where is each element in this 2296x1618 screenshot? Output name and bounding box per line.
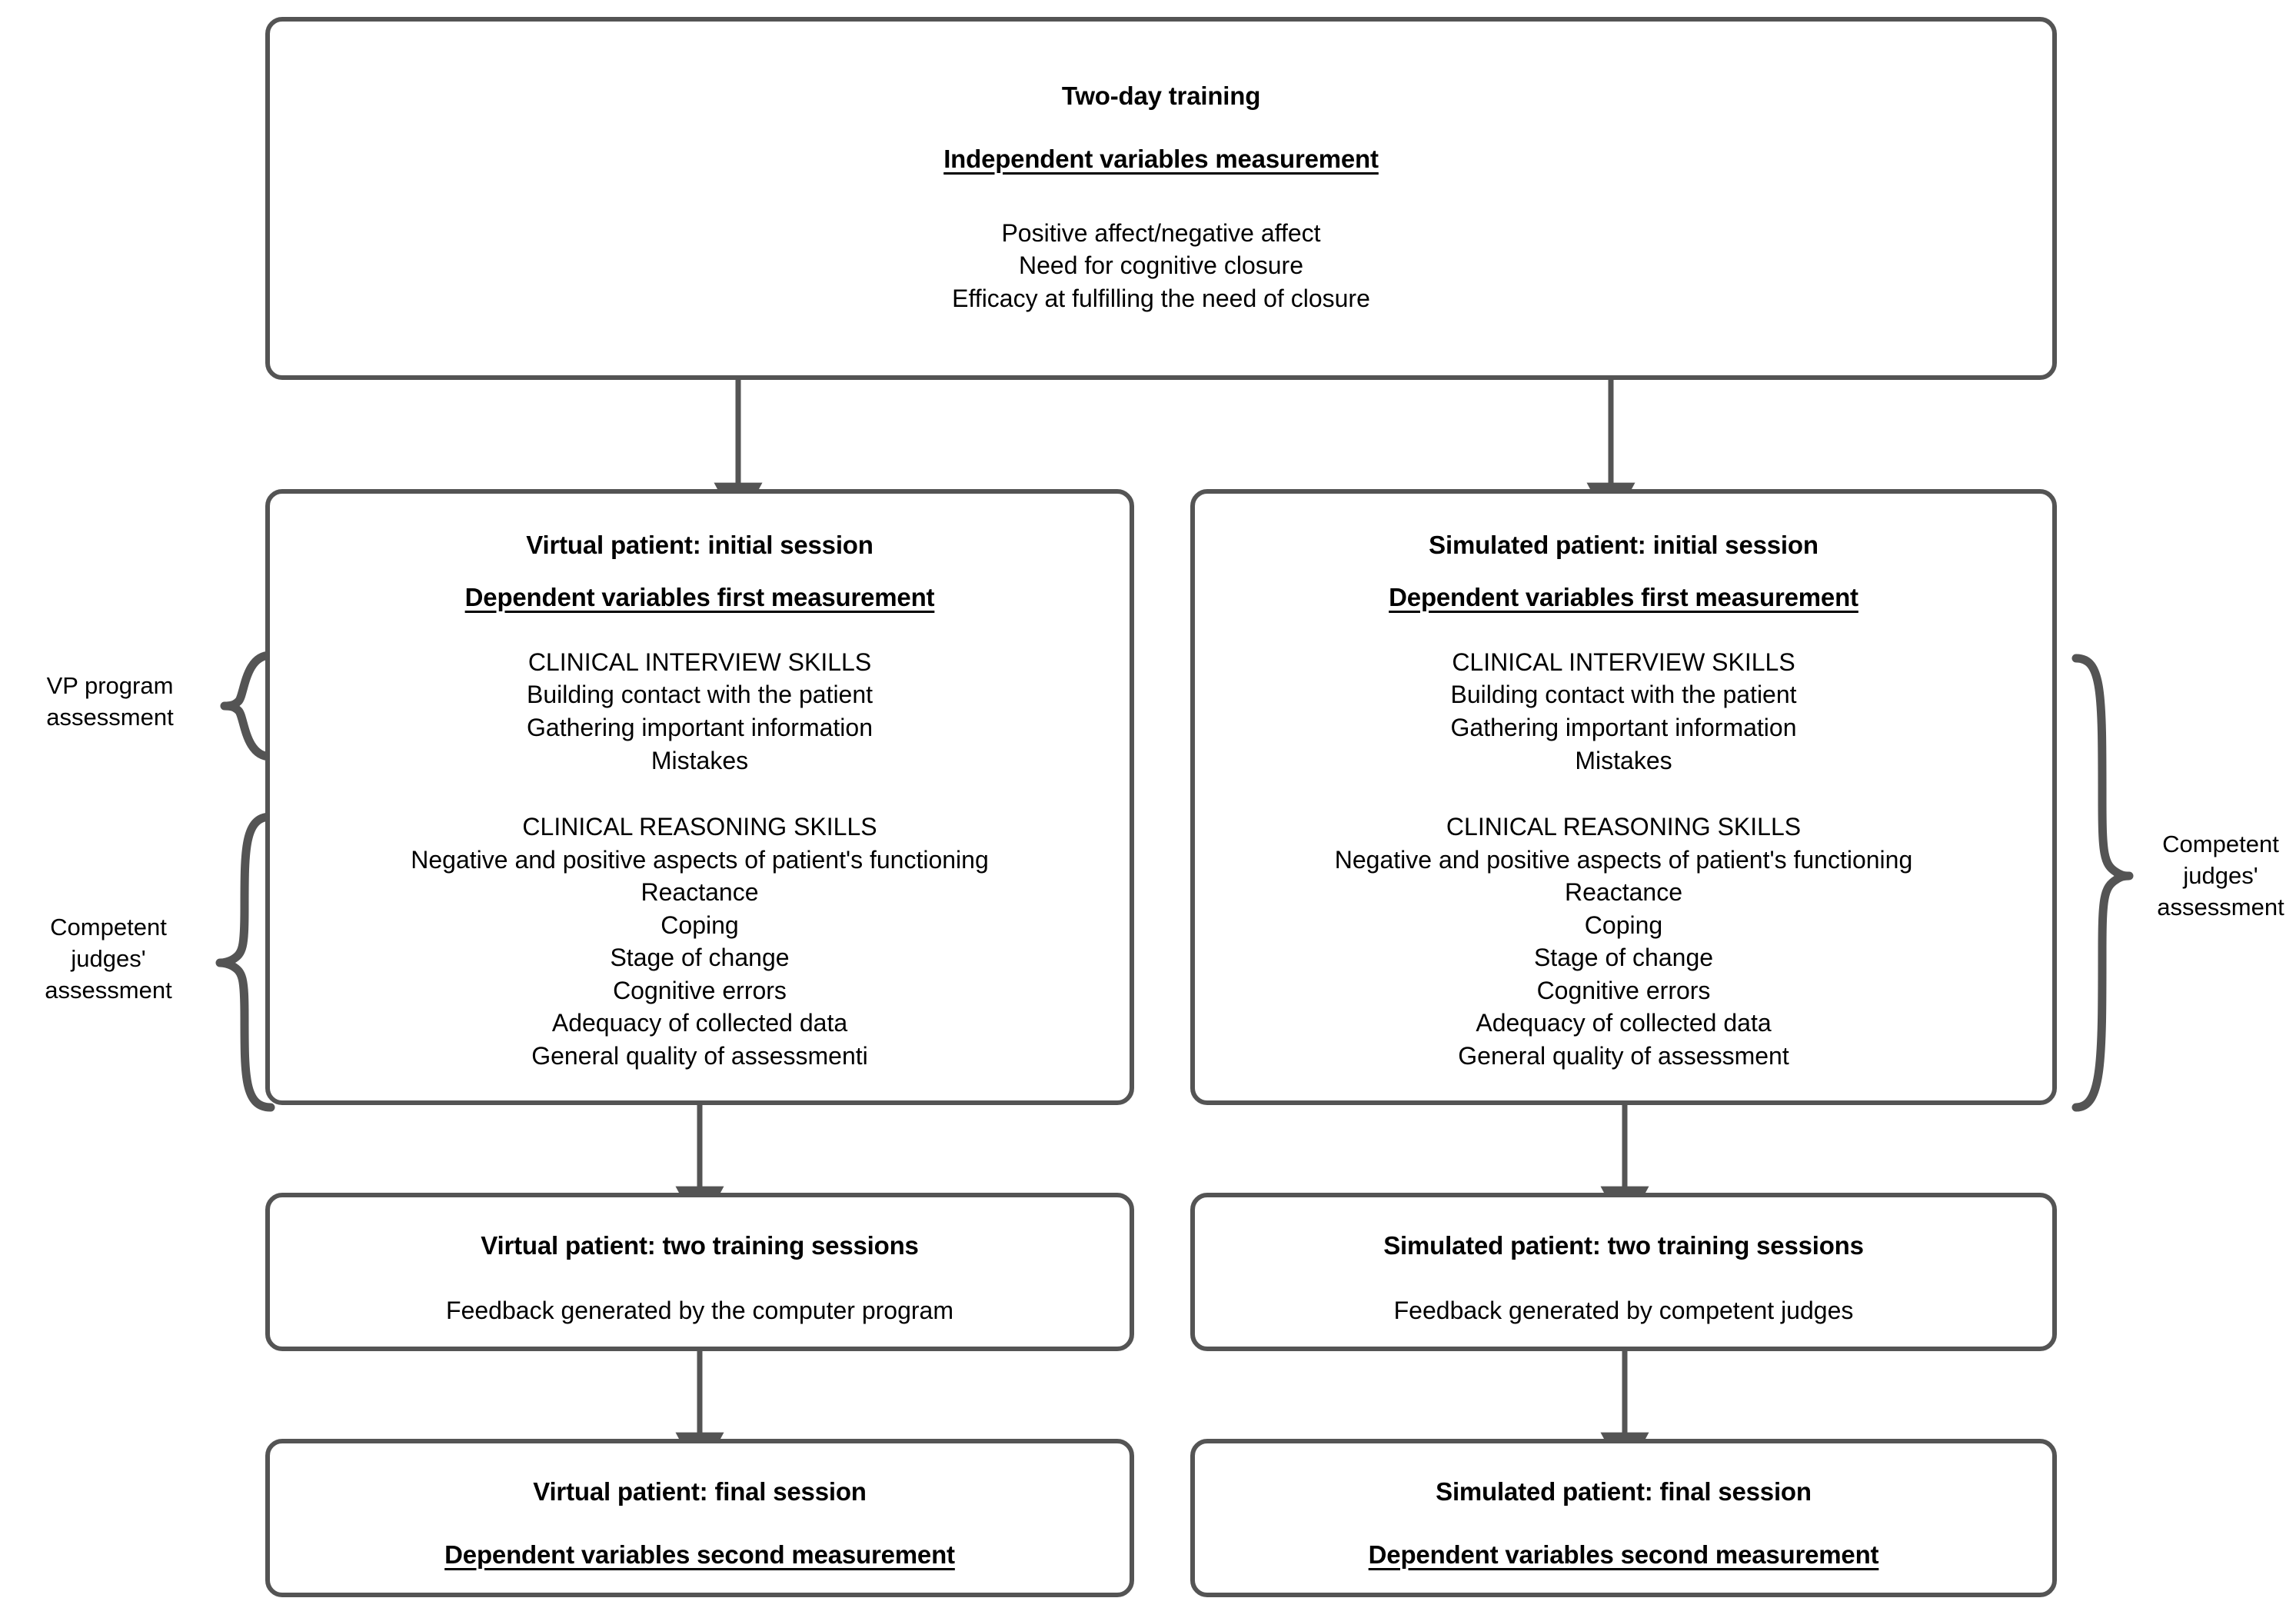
virtual-training-detail: Feedback generated by the computer progr… xyxy=(446,1296,953,1324)
brace-left-competent-judges-assessment xyxy=(215,812,275,1112)
node-two-day-training[interactable]: Two-day training Independent variables m… xyxy=(265,17,2057,380)
skill-item: Mistakes xyxy=(1575,746,1672,774)
independent-variables-measurement-subtitle: Independent variables measurement xyxy=(943,144,1379,173)
label-line: Competent xyxy=(2162,831,2279,857)
label-line: Competent xyxy=(50,914,167,941)
node-simulated-patient-two-training-sessions[interactable]: Simulated patient: two training sessions… xyxy=(1190,1193,2057,1351)
label-line: assessment xyxy=(45,976,172,1004)
virtual-training-title: Virtual patient: two training sessions xyxy=(481,1231,919,1260)
independent-variable-item: Efficacy at fulfilling the need of closu… xyxy=(952,284,1370,312)
node-simulated-patient-final-session[interactable]: Simulated patient: final session Depende… xyxy=(1190,1439,2057,1597)
skill-item: Cognitive errors xyxy=(1536,976,1711,1004)
independent-variables-list: Positive affect/negative affect Need for… xyxy=(952,217,1370,315)
brace-right-competent-judges-assessment xyxy=(2071,654,2134,1112)
node-virtual-patient-initial-session[interactable]: Virtual patient: initial session Depende… xyxy=(265,489,1134,1105)
group-heading: CLINICAL REASONING SKILLS xyxy=(522,813,877,841)
label-line: assessment xyxy=(2157,893,2284,921)
label-vp-program-assessment: VP program assessment xyxy=(6,671,214,734)
skill-item: Building contact with the patient xyxy=(1450,681,1797,709)
label-line: VP program xyxy=(46,672,174,699)
node-virtual-patient-two-training-sessions[interactable]: Virtual patient: two training sessions F… xyxy=(265,1193,1134,1351)
simulated-dependent-variables-first-measurement: Dependent variables first measurement xyxy=(1389,582,1858,611)
virtual-clinical-interview-skills-group: CLINICAL INTERVIEW SKILLS Building conta… xyxy=(527,646,873,777)
simulated-clinical-interview-skills-group: CLINICAL INTERVIEW SKILLS Building conta… xyxy=(1450,646,1796,777)
skill-item: Adequacy of collected data xyxy=(1476,1009,1772,1037)
skill-item: Stage of change xyxy=(610,944,790,972)
two-day-training-title: Two-day training xyxy=(1061,82,1261,110)
skill-item: Adequacy of collected data xyxy=(551,1009,848,1037)
skill-item: Coping xyxy=(661,911,739,939)
independent-variable-item: Positive affect/negative affect xyxy=(1001,218,1321,247)
group-heading: CLINICAL INTERVIEW SKILLS xyxy=(527,648,872,676)
virtual-dependent-variables-first-measurement: Dependent variables first measurement xyxy=(464,582,935,611)
node-simulated-patient-initial-session[interactable]: Simulated patient: initial session Depen… xyxy=(1190,489,2057,1105)
label-line: judges' xyxy=(71,944,146,972)
skill-item: Negative and positive aspects of patient… xyxy=(411,845,989,874)
simulated-final-title: Simulated patient: final session xyxy=(1436,1477,1812,1506)
virtual-final-title: Virtual patient: final session xyxy=(533,1477,867,1506)
node-virtual-patient-final-session[interactable]: Virtual patient: final session Dependent… xyxy=(265,1439,1134,1597)
skill-item: Building contact with the patient xyxy=(526,681,873,709)
virtual-dependent-variables-second-measurement: Dependent variables second measurement xyxy=(444,1540,955,1569)
brace-vp-program-assessment xyxy=(220,651,275,761)
skill-item: Cognitive errors xyxy=(613,976,787,1004)
label-line: judges' xyxy=(2183,861,2258,889)
virtual-clinical-reasoning-skills-group: CLINICAL REASONING SKILLS Negative and p… xyxy=(411,811,988,1072)
independent-variable-item: Need for cognitive closure xyxy=(1019,251,1303,280)
skill-item: General quality of assessmenti xyxy=(531,1041,868,1070)
simulated-initial-title: Simulated patient: initial session xyxy=(1429,531,1818,559)
skill-item: Mistakes xyxy=(651,746,749,774)
skill-item: Stage of change xyxy=(1533,944,1714,972)
simulated-training-title: Simulated patient: two training sessions xyxy=(1383,1231,1864,1260)
label-left-competent-judges-assessment: Competent judges' assessment xyxy=(8,912,209,1007)
skill-item: Gathering important information xyxy=(527,713,873,741)
group-heading: CLINICAL INTERVIEW SKILLS xyxy=(1452,648,1795,676)
skill-item: General quality of assessment xyxy=(1458,1041,1789,1070)
simulated-dependent-variables-second-measurement: Dependent variables second measurement xyxy=(1368,1540,1879,1569)
virtual-initial-title: Virtual patient: initial session xyxy=(526,531,873,559)
simulated-training-detail: Feedback generated by competent judges xyxy=(1393,1296,1854,1324)
label-line: assessment xyxy=(46,703,174,731)
skill-item: Reactance xyxy=(641,878,759,907)
simulated-clinical-reasoning-skills-group: CLINICAL REASONING SKILLS Negative and p… xyxy=(1335,811,1912,1072)
label-right-competent-judges-assessment: Competent judges' assessment xyxy=(2145,829,2296,924)
group-heading: CLINICAL REASONING SKILLS xyxy=(1446,813,1802,841)
skill-item: Negative and positive aspects of patient… xyxy=(1334,845,1913,874)
skill-item: Reactance xyxy=(1565,878,1682,907)
skill-item: Gathering important information xyxy=(1450,713,1797,741)
skill-item: Coping xyxy=(1584,911,1663,939)
